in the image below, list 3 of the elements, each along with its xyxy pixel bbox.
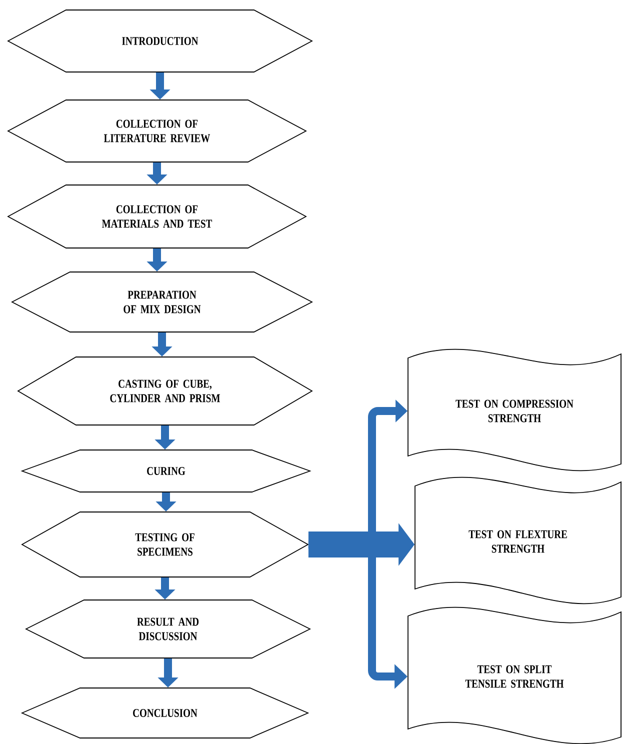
wavy-banner: TEST ON SPLIT TENSILE STRENGTH: [408, 607, 622, 744]
wavy-banner: TEST ON FLEXTURE STRENGTH: [414, 477, 622, 604]
wavy-banner: TEST ON COMPRESSION STRENGTH: [408, 349, 622, 472]
